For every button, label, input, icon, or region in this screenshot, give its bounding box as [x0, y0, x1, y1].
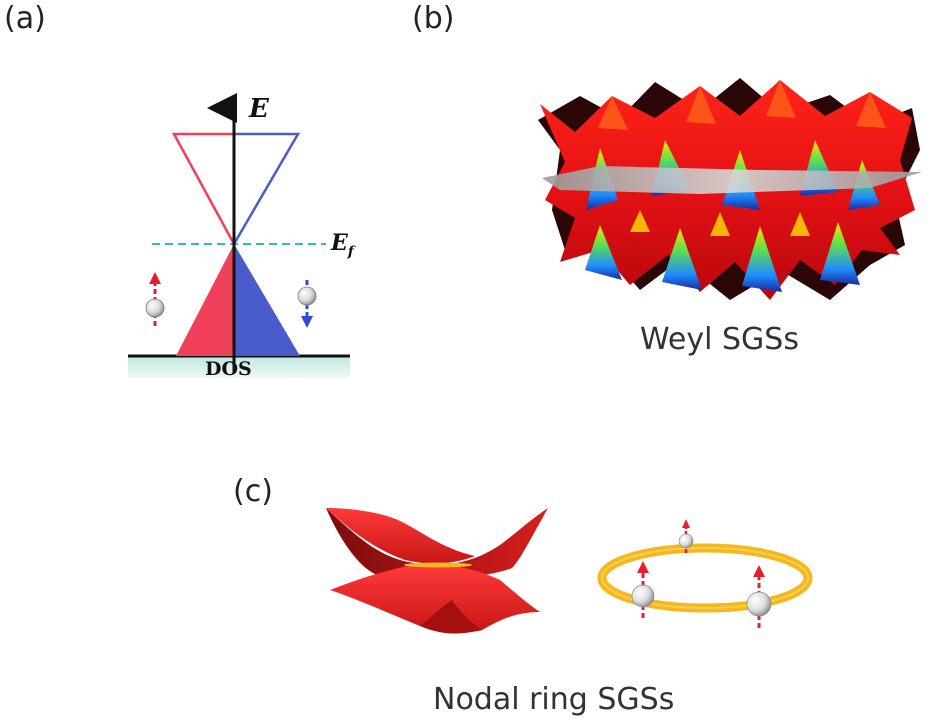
- panel-label-a: (a): [4, 1, 46, 36]
- spin-down-electron-icon: [297, 280, 317, 328]
- dos-axis-label: DOS: [205, 358, 252, 380]
- panel-label-b: (b): [412, 1, 455, 36]
- dos-baseline-shade: [128, 356, 350, 378]
- nodal-upper-band: [326, 508, 548, 579]
- spin-down-filled-band: [234, 244, 300, 356]
- nodal-line: [404, 562, 472, 568]
- energy-axis-label: E: [249, 94, 269, 124]
- nodal-ring-caption: Nodal ring SGSs: [433, 682, 675, 717]
- ring-spin-left-icon: [631, 561, 655, 618]
- spin-up-filled-band: [176, 244, 234, 356]
- ring-spin-top-icon: [678, 519, 694, 553]
- fermi-plane: [542, 166, 922, 194]
- weyl-caption: Weyl SGSs: [640, 322, 799, 357]
- panel-label-c: (c): [233, 474, 273, 509]
- spin-up-electron-icon: [145, 272, 165, 326]
- fermi-level-subscript: f: [347, 244, 354, 260]
- fermi-level-symbol: E: [331, 230, 348, 256]
- nodal-lower-band: [330, 564, 540, 634]
- fermi-level-label: Ef: [331, 230, 354, 259]
- ring-spin-right-icon: [746, 565, 772, 628]
